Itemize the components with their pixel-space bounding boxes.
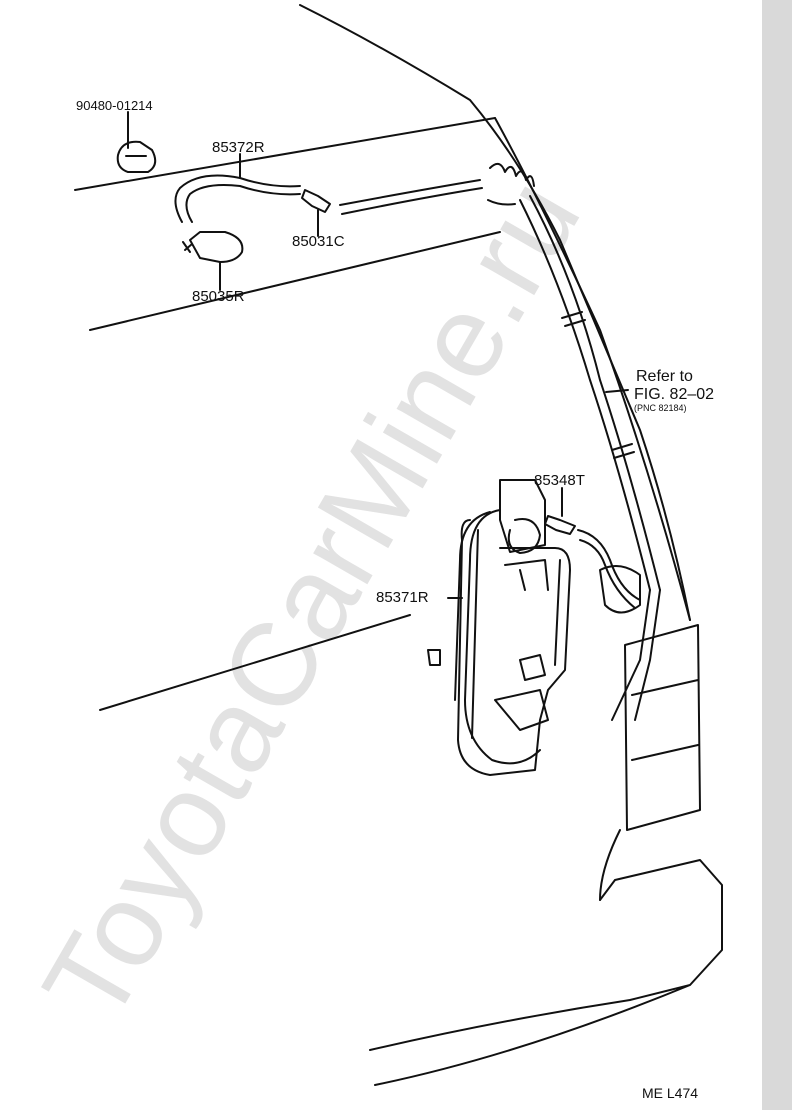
rear-bumper (369, 859, 723, 1086)
tail-lamp (624, 624, 701, 831)
hose-down-1 (519, 199, 651, 591)
hose-long (339, 179, 483, 215)
hose-coil (487, 162, 535, 206)
connector-upper (301, 189, 331, 213)
clamp-1 (561, 311, 586, 327)
pipe-cylinder (599, 565, 641, 614)
window-line-lower (99, 614, 411, 711)
hose-down-2 (529, 195, 661, 591)
hose-tank-loop (454, 509, 541, 765)
part-label-85372R: 85372R (212, 139, 265, 156)
washer-nozzle (182, 231, 244, 263)
tank-inner (471, 529, 561, 739)
lower-body-line (599, 829, 621, 901)
clamp-2 (611, 443, 635, 459)
grommet (116, 140, 157, 173)
reference-line-1: Refer to (636, 368, 693, 385)
washer-tank (457, 519, 571, 776)
reference-line-3: (PNC 82184) (634, 403, 687, 413)
watermark-text: ToyotaCarMine.ru (18, 157, 606, 1043)
connector-lower (544, 515, 576, 535)
pump-bracket (504, 559, 549, 591)
hose-upper-inner (185, 184, 301, 223)
part-label-85371R: 85371R (376, 589, 429, 606)
washer-pump (499, 479, 546, 554)
hose-upper (174, 174, 301, 223)
reference-line-2: FIG. 82–02 (634, 386, 714, 403)
part-label-90480-01214: 90480-01214 (76, 98, 153, 113)
page-side-bar (762, 0, 792, 1110)
tank-lower (494, 689, 549, 731)
window-line-upper (89, 231, 501, 331)
part-label-85031C: 85031C (292, 233, 345, 250)
leader-refer (605, 389, 629, 393)
roof-line (74, 117, 496, 191)
hose-lower-tail (611, 589, 661, 721)
tank-bracket (427, 649, 546, 681)
part-label-85348T: 85348T (534, 472, 585, 489)
part-label-85035R: 85035R (192, 288, 245, 305)
hose-pump-to-gate (577, 529, 641, 609)
figure-code: ME L474 (642, 1085, 698, 1101)
